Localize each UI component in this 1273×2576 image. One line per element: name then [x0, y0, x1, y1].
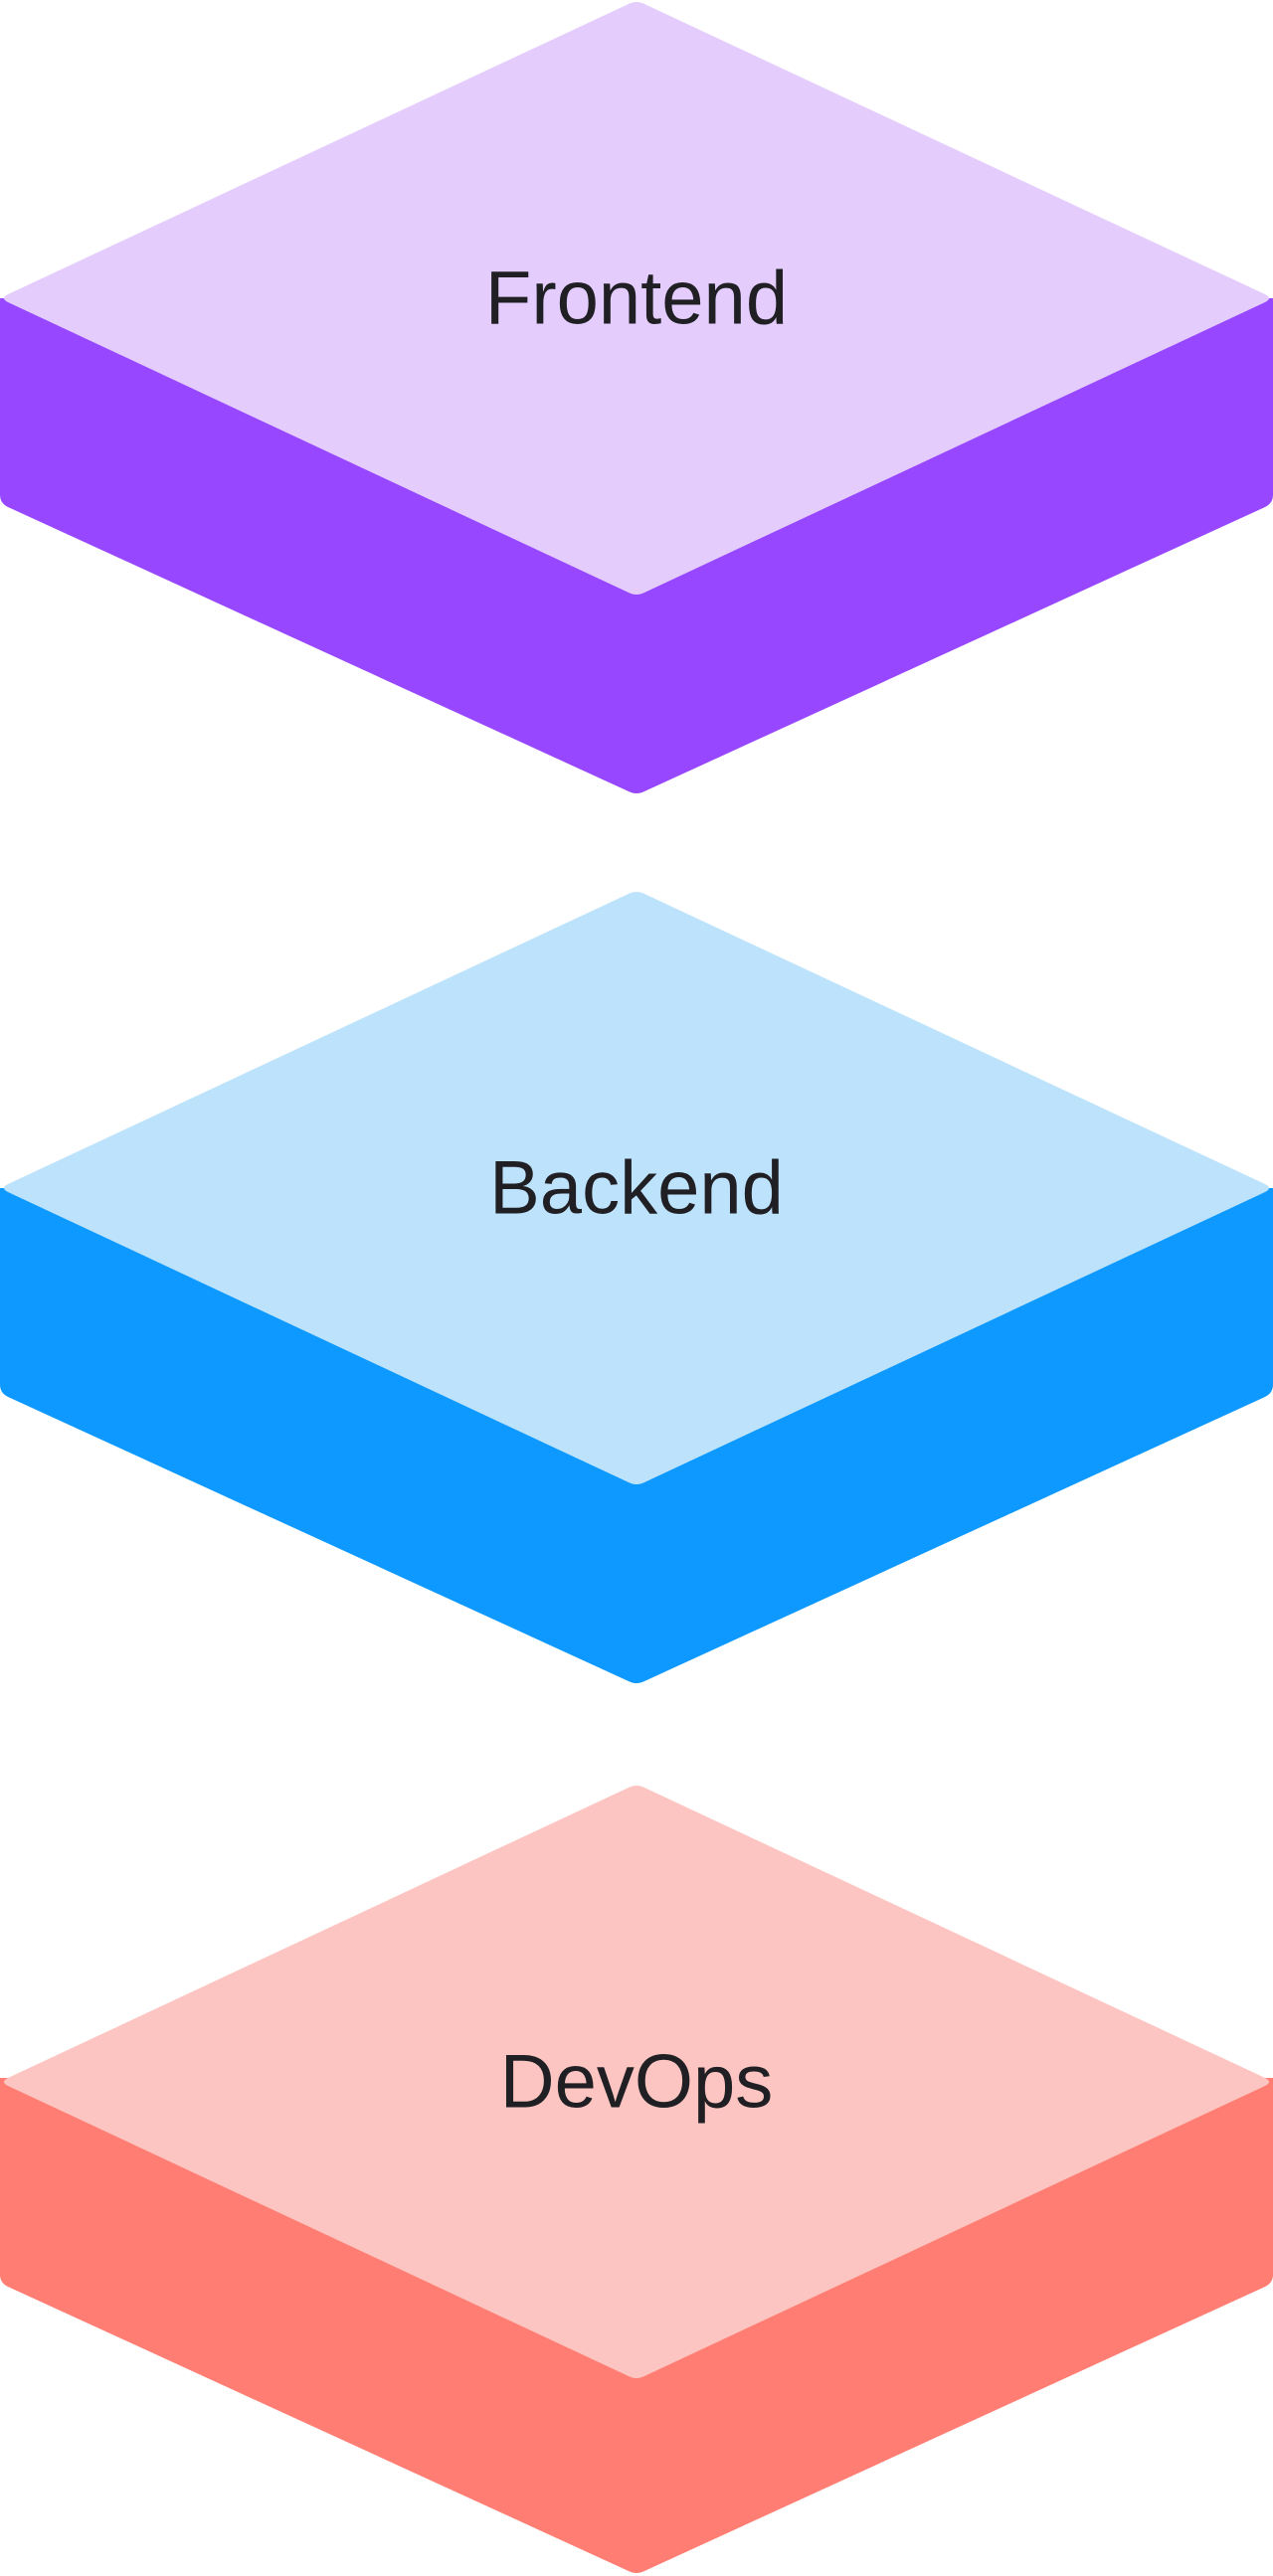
layer-backend: Backend: [0, 892, 1273, 1683]
layer-backend-label: Backend: [489, 1146, 784, 1231]
layer-frontend-label: Frontend: [485, 257, 788, 341]
layer-devops-label: DevOps: [500, 2040, 774, 2125]
layer-devops: DevOps: [0, 1786, 1273, 2573]
layer-backend-top: [4, 892, 1269, 1484]
layer-devops-top: [4, 1786, 1269, 2378]
layer-frontend-top: [4, 2, 1269, 595]
layer-frontend: Frontend: [0, 2, 1273, 793]
